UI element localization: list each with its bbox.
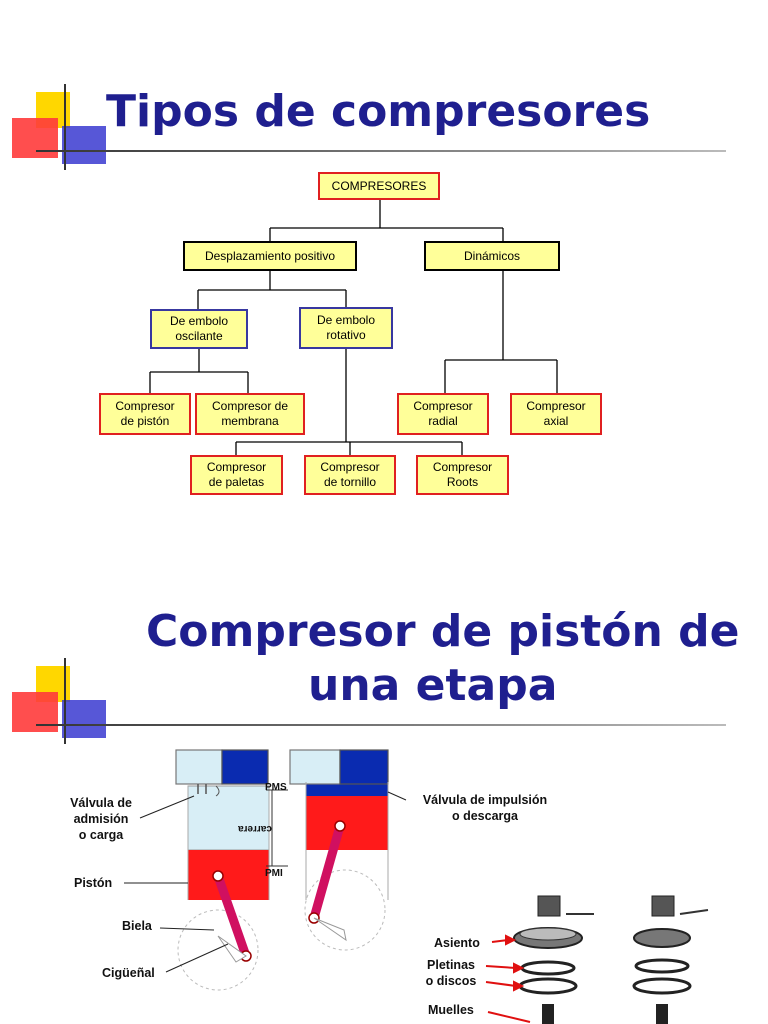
- slide-2-title-line-2: una etapa: [308, 660, 558, 711]
- logo-blue-square: [62, 126, 106, 164]
- slide-1-title: Tipos de compresores: [106, 86, 651, 137]
- tree-connectors: [149, 200, 558, 455]
- node-embolo-oscilante: De embolo oscilante: [150, 309, 248, 349]
- label-plates: Pletinas o discos: [425, 958, 477, 988]
- label-springs: Muelles: [428, 1003, 474, 1017]
- logo-vertical-line: [64, 84, 66, 170]
- node-compresor-paletas: Compresor de paletas: [190, 455, 283, 495]
- slide-2-title-line-1: Compresor de pistón de: [146, 606, 740, 657]
- valve-parts-right: [632, 895, 709, 1024]
- node-dinamicos: Dinámicos: [424, 241, 560, 271]
- node-compresor-axial: Compresor axial: [510, 393, 602, 435]
- label-pmi: PMI: [265, 868, 283, 879]
- node-compresor-piston: Compresor de pistón: [99, 393, 191, 435]
- valve-parts-left: [513, 895, 594, 1024]
- label-pms: PMS: [265, 782, 287, 793]
- logo-blue-square: [62, 700, 106, 738]
- node-embolo-rotativo: De embolo rotativo: [299, 307, 393, 349]
- node-compresor-tornillo: Compresor de tornillo: [304, 455, 396, 495]
- right-cylinder: [289, 749, 389, 951]
- logo-vertical-line: [64, 658, 66, 744]
- label-intake-valve: Válvula de admisión o carga: [70, 796, 132, 842]
- label-rod: Biela: [122, 919, 152, 933]
- label-seat: Asiento: [434, 936, 480, 950]
- node-desplazamiento-positivo: Desplazamiento positivo: [183, 241, 357, 271]
- node-compresor-membrana: Compresor de membrana: [195, 393, 305, 435]
- node-compresores: COMPRESORES: [318, 172, 440, 200]
- logo-horizontal-line: [36, 724, 726, 726]
- label-crank: Cigüeñal: [102, 966, 155, 980]
- label-discharge-valve: Válvula de impulsión o descarga: [422, 793, 548, 823]
- node-compresor-roots: Compresor Roots: [416, 455, 509, 495]
- left-cylinder: [175, 749, 288, 991]
- label-piston: Pistón: [74, 876, 113, 890]
- node-compresor-radial: Compresor radial: [397, 393, 489, 435]
- label-stroke: carrera: [238, 823, 272, 834]
- logo-horizontal-line: [36, 150, 726, 152]
